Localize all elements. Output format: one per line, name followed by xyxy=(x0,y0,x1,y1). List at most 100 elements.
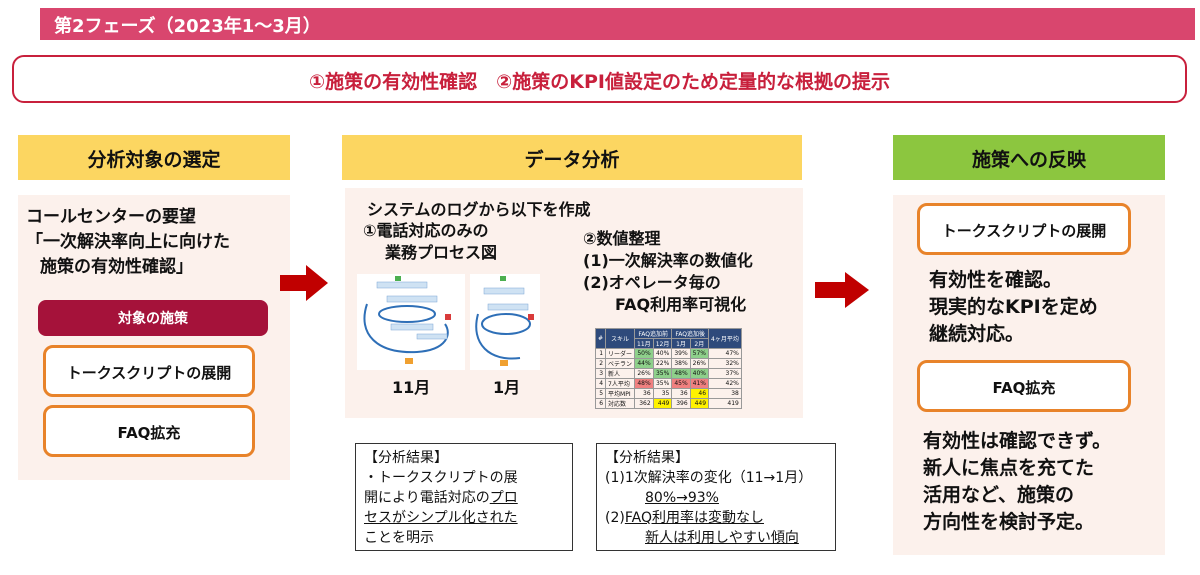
table-cell: 45% xyxy=(671,378,691,389)
table-cell: 4 xyxy=(594,378,607,389)
col3-item-faq: FAQ拡充 xyxy=(917,360,1131,412)
label-nov: 11月 xyxy=(392,378,431,397)
table-cell: 新人 xyxy=(605,368,636,379)
col2-panel: システムのログから以下を作成 ①電話対応のみの 業務プロセス図 11 xyxy=(345,188,803,418)
th-jan: 1月 xyxy=(671,338,691,349)
table-cell: 37% xyxy=(708,368,742,379)
col3-item-talkscript: トークスクリプトの展開 xyxy=(917,203,1131,255)
col3-panel: トークスクリプトの展開 有効性を確認。 現実的なKPIを定め 継続対応。 FAQ… xyxy=(893,195,1165,555)
col2-sec2-item2a: (2)オペレータ毎の xyxy=(583,273,721,292)
table-cell: 39% xyxy=(671,348,691,359)
result2-line4: 新人は利用しやすい傾向 xyxy=(645,530,799,546)
th-dec: 12月 xyxy=(652,338,673,349)
th-no: # xyxy=(594,328,607,349)
label-jan: 1月 xyxy=(493,378,521,397)
table-cell: 26% xyxy=(689,358,710,369)
col3-item1-label: トークスクリプトの展開 xyxy=(941,222,1107,240)
col2-sec2-title: ②数値整理 xyxy=(583,229,661,248)
col1-line3: 施策の有効性確認」 xyxy=(40,257,193,277)
result-box-2: 【分析結果】 (1)1次解決率の変化（11→1月） 80%→93% (2)FAQ… xyxy=(596,443,836,551)
table-cell: 44% xyxy=(634,358,654,369)
table-cell: 396 xyxy=(671,398,691,409)
col3-text1: 有効性を確認。 現実的なKPIを定め 継続対応。 xyxy=(929,267,1098,348)
col1-request: コールセンターの要望 「一次解決率向上に向けた 施策の有効性確認」 xyxy=(26,205,230,280)
col1-header-label: 分析対象の選定 xyxy=(87,149,221,171)
table-row: 5 平均MPI 36 35 36 46 38 xyxy=(594,388,742,399)
col1-item2-label: FAQ拡充 xyxy=(117,424,181,442)
col3-item2-label: FAQ拡充 xyxy=(992,379,1056,397)
col3-text1-l2: 現実的なKPIを定め xyxy=(929,296,1098,318)
table-cell: 48% xyxy=(671,368,691,379)
faq-usage-table: # スキル FAQ追加前 FAQ追加後 4ヶ月平均 11月 12月 1月 2月 … xyxy=(594,328,742,409)
col1-header: 分析対象の選定 xyxy=(18,135,290,180)
col2-sec2-item1: (1)一次解決率の数値化 xyxy=(583,251,753,270)
table-cell: 419 xyxy=(708,398,742,409)
result1-line2: 開により電話対応のプロ xyxy=(364,488,564,508)
result1-line3: セスがシンプル化された xyxy=(364,510,518,526)
process-diagram-nov xyxy=(357,274,465,370)
table-cell: 6 xyxy=(594,398,607,409)
table-cell: ベテラン xyxy=(605,358,636,369)
result1-line2b: プロ xyxy=(489,490,518,506)
col3-text1-l3: 継続対応。 xyxy=(929,323,1025,345)
result2-line3: (2)FAQ利用率は変動なし xyxy=(605,508,827,528)
table-cell: 42% xyxy=(708,378,742,389)
col2-sec1: ①電話対応のみの 業務プロセス図 xyxy=(363,220,497,264)
table-cell: 26% xyxy=(634,368,654,379)
table-cell: 対応数 xyxy=(605,398,636,409)
result1-title: 【分析結果】 xyxy=(364,450,448,466)
col3-header: 施策への反映 xyxy=(893,135,1165,180)
col3-text2-l2: 新人に焦点を充てた xyxy=(923,457,1095,479)
result2-line3a: (2) xyxy=(605,510,625,526)
table-cell: 40% xyxy=(652,348,673,359)
th-skill: スキル xyxy=(605,328,636,349)
col2-sec1-line2: 業務プロセス図 xyxy=(385,243,498,262)
col2-sec2-item2b: FAQ利用率可視化 xyxy=(615,295,747,314)
table-cell: 40% xyxy=(689,368,710,379)
table-cell: 2 xyxy=(594,358,607,369)
arrow-right-1 xyxy=(280,263,330,307)
result2-title: 【分析結果】 xyxy=(605,450,689,466)
table-cell: 57% xyxy=(689,348,710,359)
table-cell: 362 xyxy=(634,398,654,409)
th-nov: 11月 xyxy=(634,338,654,349)
result1-line1: ・トークスクリプトの展 xyxy=(364,470,518,486)
table-cell: 35% xyxy=(652,368,673,379)
target-measures-text: 対象の施策 xyxy=(118,311,188,327)
table-cell: 35% xyxy=(652,378,673,389)
col3-text1-l1: 有効性を確認。 xyxy=(929,269,1063,291)
table-cell: 449 xyxy=(652,398,673,409)
table-cell: 449 xyxy=(689,398,710,409)
table-cell: 32% xyxy=(708,358,742,369)
result1-line2a: 開により電話対応の xyxy=(364,490,490,506)
result2-line2: 80%→93% xyxy=(645,490,719,506)
table-row: 1 リーダー 50% 40% 39% 57% 47% xyxy=(594,348,742,359)
table-cell: 38% xyxy=(671,358,691,369)
table-cell: リーダー xyxy=(605,348,636,359)
table-cell: 1 xyxy=(594,348,607,359)
result-box-1: 【分析結果】 ・トークスクリプトの展 開により電話対応のプロ セスがシンプル化さ… xyxy=(355,443,573,551)
table-row: 3 新人 26% 35% 48% 40% 37% xyxy=(594,368,742,379)
col1-panel: コールセンターの要望 「一次解決率向上に向けた 施策の有効性確認」 対象の施策 … xyxy=(18,195,290,480)
col2-sec2: ②数値整理 (1)一次解決率の数値化 (2)オペレータ毎の FAQ利用率可視化 xyxy=(583,228,753,316)
th-feb: 2月 xyxy=(689,338,710,349)
col1-line2: 「一次解決率向上に向けた xyxy=(26,232,230,252)
result2-line1: (1)1次解決率の変化（11→1月） xyxy=(605,470,813,486)
th-before: FAQ追加前 xyxy=(634,328,673,339)
col1-item1-label: トークスクリプトの展開 xyxy=(66,364,232,382)
col1-item-faq: FAQ拡充 xyxy=(43,405,255,457)
table-cell: 36 xyxy=(671,388,691,399)
th-after: FAQ追加後 xyxy=(671,328,710,339)
col2-header: データ分析 xyxy=(342,135,802,180)
table-cell: 7人平均 xyxy=(605,378,636,389)
col3-text2-l3: 活用など、施策の xyxy=(923,484,1075,506)
col1-line1: コールセンターの要望 xyxy=(26,207,196,227)
table-cell: 46 xyxy=(689,388,710,399)
process-diagram-jan xyxy=(470,274,540,370)
goal-box: ①施策の有効性確認 ②施策のKPI値設定のため定量的な根拠の提示 xyxy=(12,55,1187,103)
table-row: 6 対応数 362 449 396 449 419 xyxy=(594,398,742,409)
arrow-right-2 xyxy=(815,270,871,314)
th-avg: 4ヶ月平均 xyxy=(708,328,742,349)
col3-header-label: 施策への反映 xyxy=(971,149,1086,171)
table-row: 4 7人平均 48% 35% 45% 41% 42% xyxy=(594,378,742,389)
